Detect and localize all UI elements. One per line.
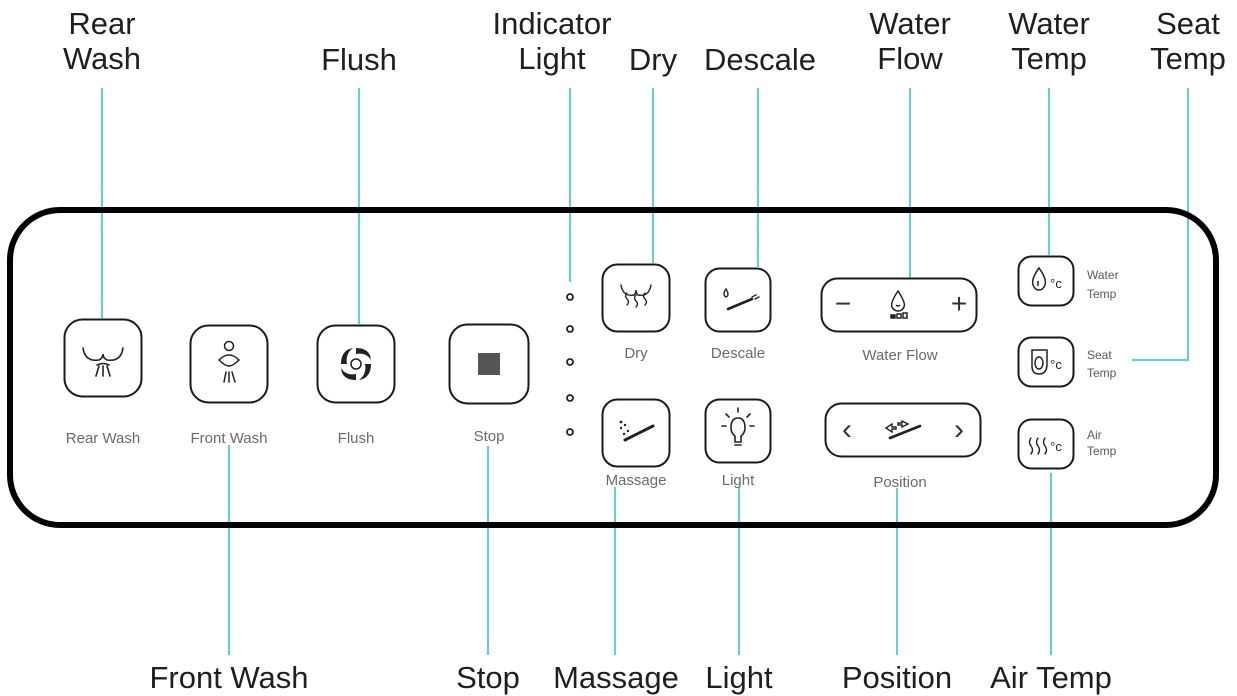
callout-stop: Stop [456,660,520,695]
dry-button[interactable] [601,263,671,333]
light-bulb-icon [704,398,772,464]
leader-line-seat-temp [1132,88,1190,362]
callout-descale: Descale [704,42,816,77]
light-label: Light [721,472,755,489]
stop-button[interactable] [448,323,530,405]
flush-label: Flush [337,430,375,447]
massage-button[interactable] [601,398,671,468]
seat-temp-label-line1: Seat [1087,348,1112,362]
water-temp-label-line1: Water [1087,268,1119,282]
water-flow-control [820,277,978,333]
seat-temp-icon [1017,336,1075,388]
front-wash-button[interactable] [189,324,269,404]
water-temp-button[interactable] [1017,255,1075,307]
callout-light: Light [705,660,773,695]
indicator-light-4 [566,394,574,402]
water-flow-label: Water Flow [862,347,938,364]
water-temp-label-line2: Temp [1087,287,1117,301]
callout-seat-temp: Seat Temp [1150,6,1226,76]
position-control [824,402,982,458]
descale-button[interactable] [704,267,772,333]
massage-icon [601,398,671,468]
seat-temp-celsius: °c [1050,357,1062,372]
callout-position: Position [841,660,953,695]
callout-front-wash: Front Wash [149,660,309,695]
stop-icon [448,323,530,405]
air-temp-icon [1017,418,1075,470]
position-left-button[interactable]: ‹ [842,413,852,446]
air-temp-label-line2: Temp [1087,444,1117,458]
position-right-button[interactable]: › [954,413,964,446]
callout-flush: Flush [321,42,397,77]
front-wash-icon [189,324,269,404]
rear-wash-button[interactable] [63,318,143,398]
dry-label: Dry [624,345,648,362]
seat-temp-label-line2: Temp [1087,366,1117,380]
air-temp-button[interactable] [1017,418,1075,470]
callout-air-temp: Air Temp [990,660,1112,695]
callout-dry: Dry [628,42,678,77]
indicator-light-5 [566,428,574,436]
air-temp-label-line1: Air [1087,428,1102,442]
descale-label: Descale [710,345,766,362]
water-temp-celsius: °c [1050,276,1062,291]
rear-wash-icon [63,318,143,398]
water-temp-icon [1017,255,1075,307]
dry-icon [601,263,671,333]
seat-temp-button[interactable] [1017,336,1075,388]
light-button[interactable] [704,398,772,464]
indicator-light-1 [566,293,574,301]
water-drop-icon [890,289,908,319]
callout-massage: Massage [553,660,679,695]
position-label: Position [873,474,927,491]
water-flow-plus-button[interactable]: + [950,288,968,319]
nozzle-icon [884,419,922,440]
descale-icon [704,267,772,333]
callout-water-temp: Water Temp [1008,6,1090,76]
indicator-light-2 [566,325,574,333]
air-temp-celsius: °c [1050,439,1062,454]
front-wash-label: Front Wash [190,430,268,447]
stop-label: Stop [473,428,505,445]
rear-wash-label: Rear Wash [65,430,141,447]
callout-rear-wash: Rear Wash [62,6,142,76]
callout-indicator-light: Indicator Light [492,6,612,76]
indicator-light-3 [566,358,574,366]
flush-button[interactable] [316,324,396,404]
water-flow-minus-button[interactable]: − [834,288,852,319]
callout-water-flow: Water Flow [869,6,951,76]
flush-icon [316,324,396,404]
massage-label: Massage [605,472,667,489]
